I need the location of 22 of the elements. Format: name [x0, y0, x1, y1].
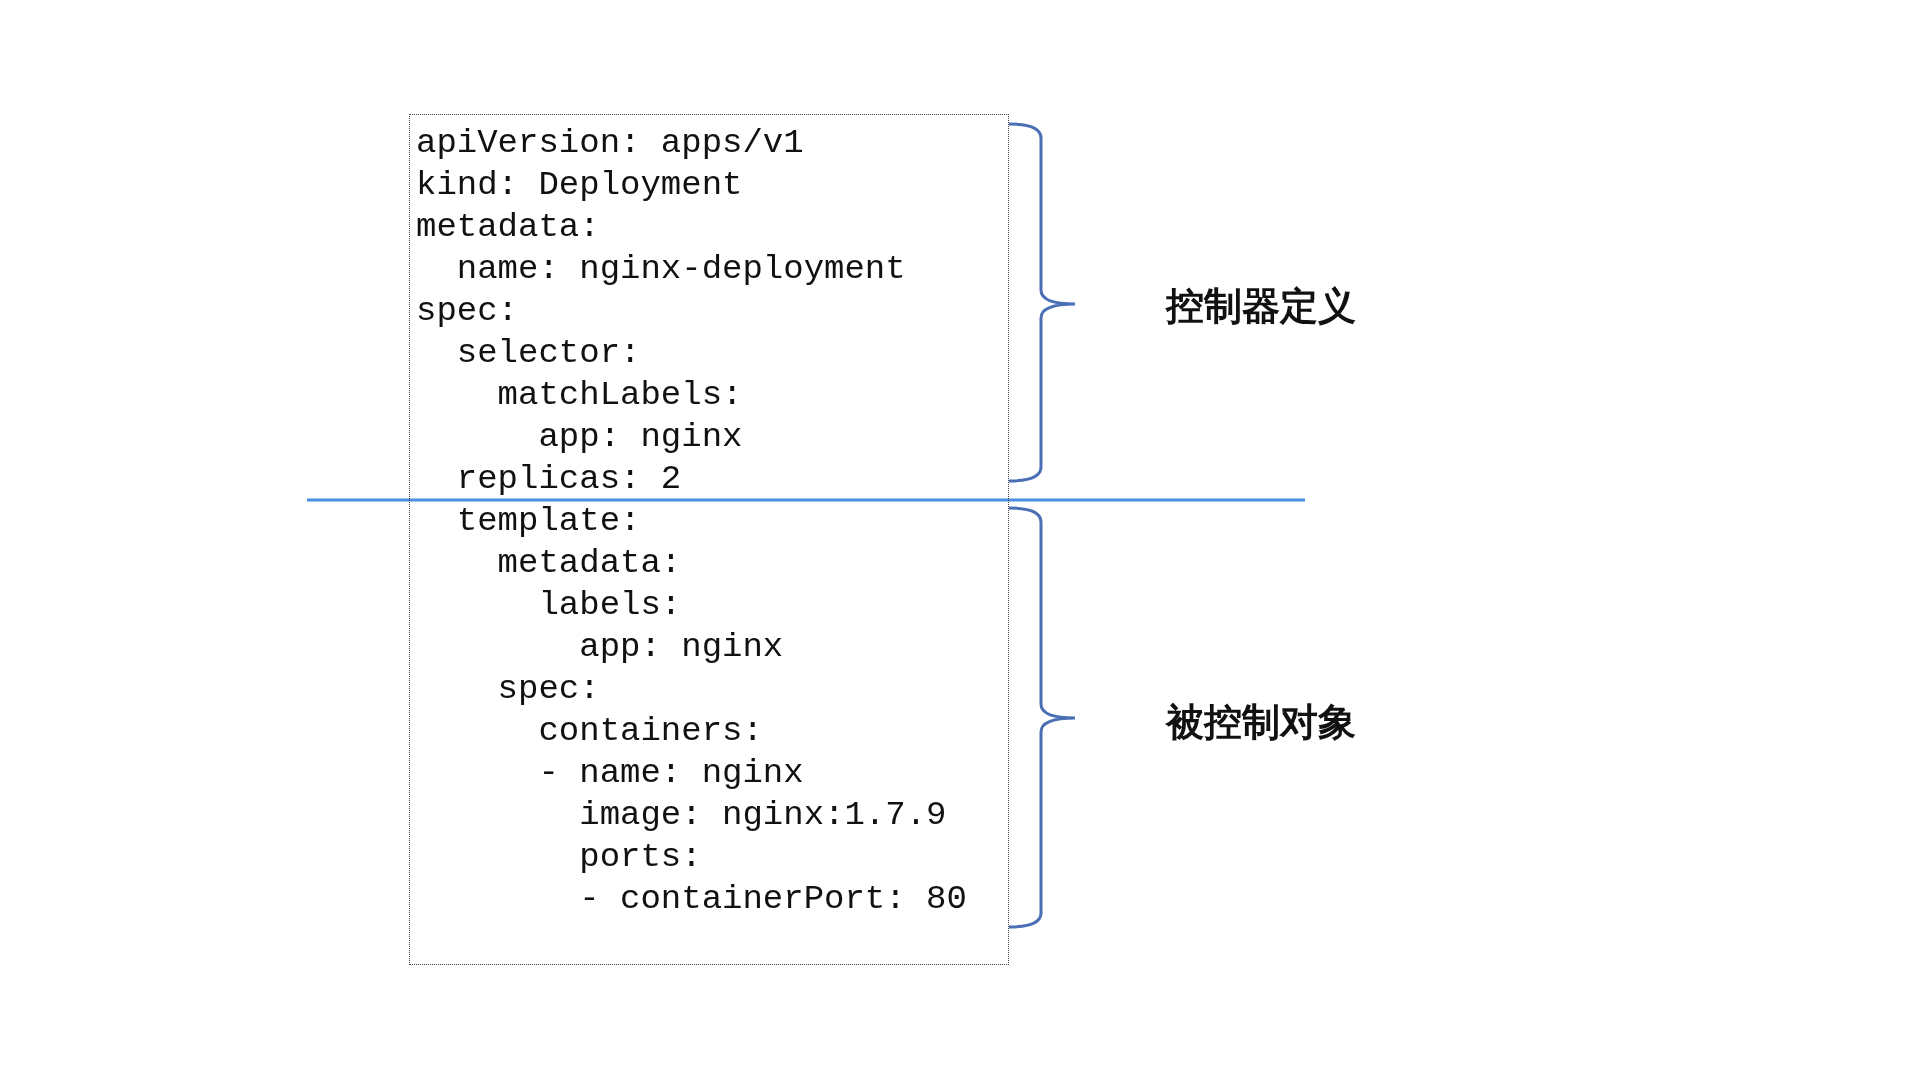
code-line: app: nginx — [537, 417, 743, 457]
code-line: app: nginx — [578, 627, 784, 667]
code-line: name: nginx-deployment — [455, 249, 906, 289]
section-label: 控制器定义 — [1166, 284, 1356, 328]
code-line: - containerPort: 80 — [578, 879, 967, 919]
code-line: - name: nginx — [537, 753, 804, 793]
code-line: spec: — [416, 291, 519, 331]
code-line: ports: — [578, 837, 702, 877]
code-line: template: — [455, 501, 641, 541]
code-line: containers: — [537, 711, 763, 751]
code-line: kind: Deployment — [416, 165, 743, 205]
code-line: apiVersion: apps/v1 — [416, 123, 804, 163]
code-line: labels: — [537, 585, 682, 625]
code-line: spec: — [496, 669, 600, 709]
code-line: metadata: — [496, 543, 682, 583]
code-line: metadata: — [416, 207, 600, 247]
code-line: image: nginx:1.7.9 — [578, 795, 947, 835]
section-label: 被控制对象 — [1166, 700, 1356, 744]
code-line: matchLabels: — [496, 375, 743, 415]
code-line: selector: — [455, 333, 641, 373]
code-box — [409, 114, 1009, 965]
code-line: replicas: 2 — [455, 459, 682, 499]
